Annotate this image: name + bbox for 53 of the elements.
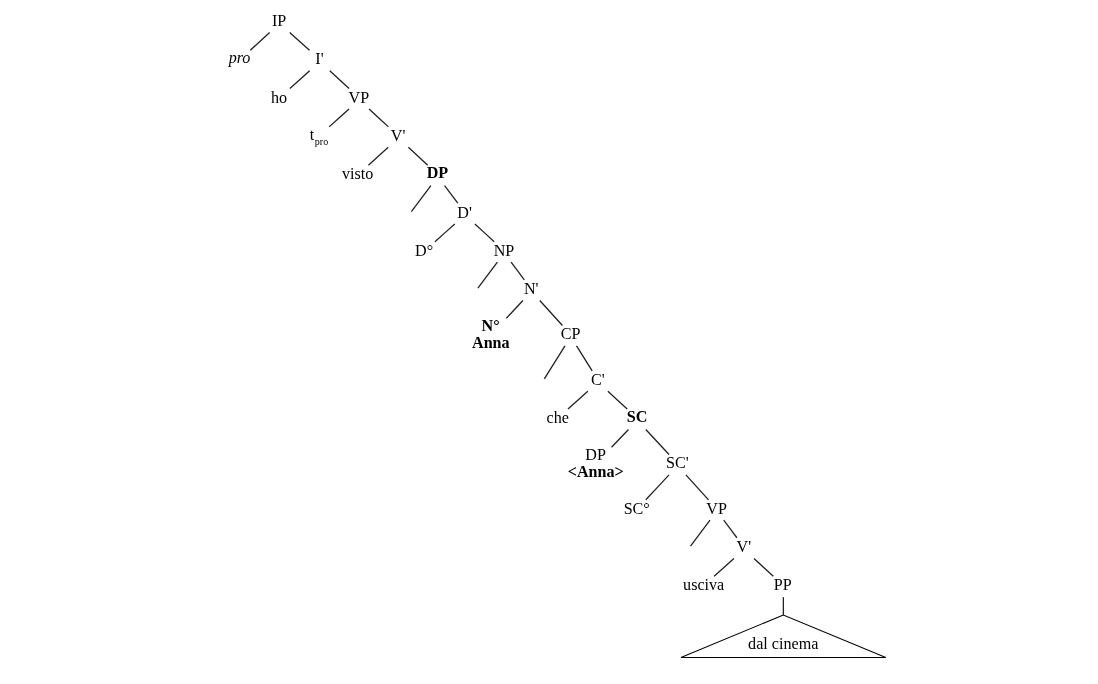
- connector: [543, 345, 566, 380]
- connector: [288, 31, 310, 51]
- connector: [328, 70, 350, 90]
- node-text: pro: [228, 49, 250, 67]
- connector: [610, 428, 629, 448]
- node-text: CP: [560, 325, 580, 343]
- node-text: D': [456, 203, 472, 221]
- connector: [473, 223, 495, 243]
- node-text: DP: [426, 164, 448, 182]
- connector: [538, 299, 563, 327]
- node-text: usciva: [682, 576, 724, 594]
- connector: [509, 261, 525, 281]
- node-text: DP <Anna>: [567, 446, 624, 480]
- connector: [752, 557, 774, 577]
- node-text: V': [736, 538, 751, 556]
- node-text: I': [314, 50, 324, 68]
- node-text: C': [590, 370, 605, 388]
- node-text: SC': [665, 454, 689, 472]
- node-text: t$_{pro}$: [309, 125, 328, 148]
- node-text: N': [523, 280, 538, 298]
- node-text: VP: [348, 88, 369, 106]
- connector: [433, 223, 455, 243]
- connector: [566, 390, 588, 410]
- node-text: N° Anna: [471, 317, 510, 351]
- connector: [443, 184, 458, 204]
- node-text: che: [546, 409, 569, 427]
- connector: [684, 474, 709, 501]
- connector: [367, 146, 389, 166]
- connector: [410, 184, 432, 213]
- node-text: visto: [341, 165, 373, 183]
- connector: [712, 557, 735, 577]
- connector: [575, 345, 593, 372]
- node-text: NP: [493, 241, 514, 259]
- connector: [328, 108, 350, 128]
- connector: [689, 519, 711, 547]
- node-text: ho: [270, 88, 287, 106]
- connector: [606, 390, 628, 410]
- connector: [407, 146, 428, 166]
- connector: [722, 519, 738, 539]
- connector: [644, 474, 670, 501]
- node-text: VP: [705, 499, 727, 517]
- node-text: SC: [626, 408, 647, 426]
- node-text: D°: [414, 241, 433, 259]
- connector: [505, 299, 524, 319]
- node-text: IP: [271, 12, 286, 30]
- connector: [644, 428, 670, 456]
- connector: [249, 31, 270, 51]
- node-text: SC°: [623, 499, 650, 517]
- connector: [288, 70, 310, 90]
- node-text: V': [390, 126, 405, 144]
- node-text: PP: [773, 576, 792, 594]
- connector: [367, 108, 389, 128]
- connector: [476, 261, 498, 289]
